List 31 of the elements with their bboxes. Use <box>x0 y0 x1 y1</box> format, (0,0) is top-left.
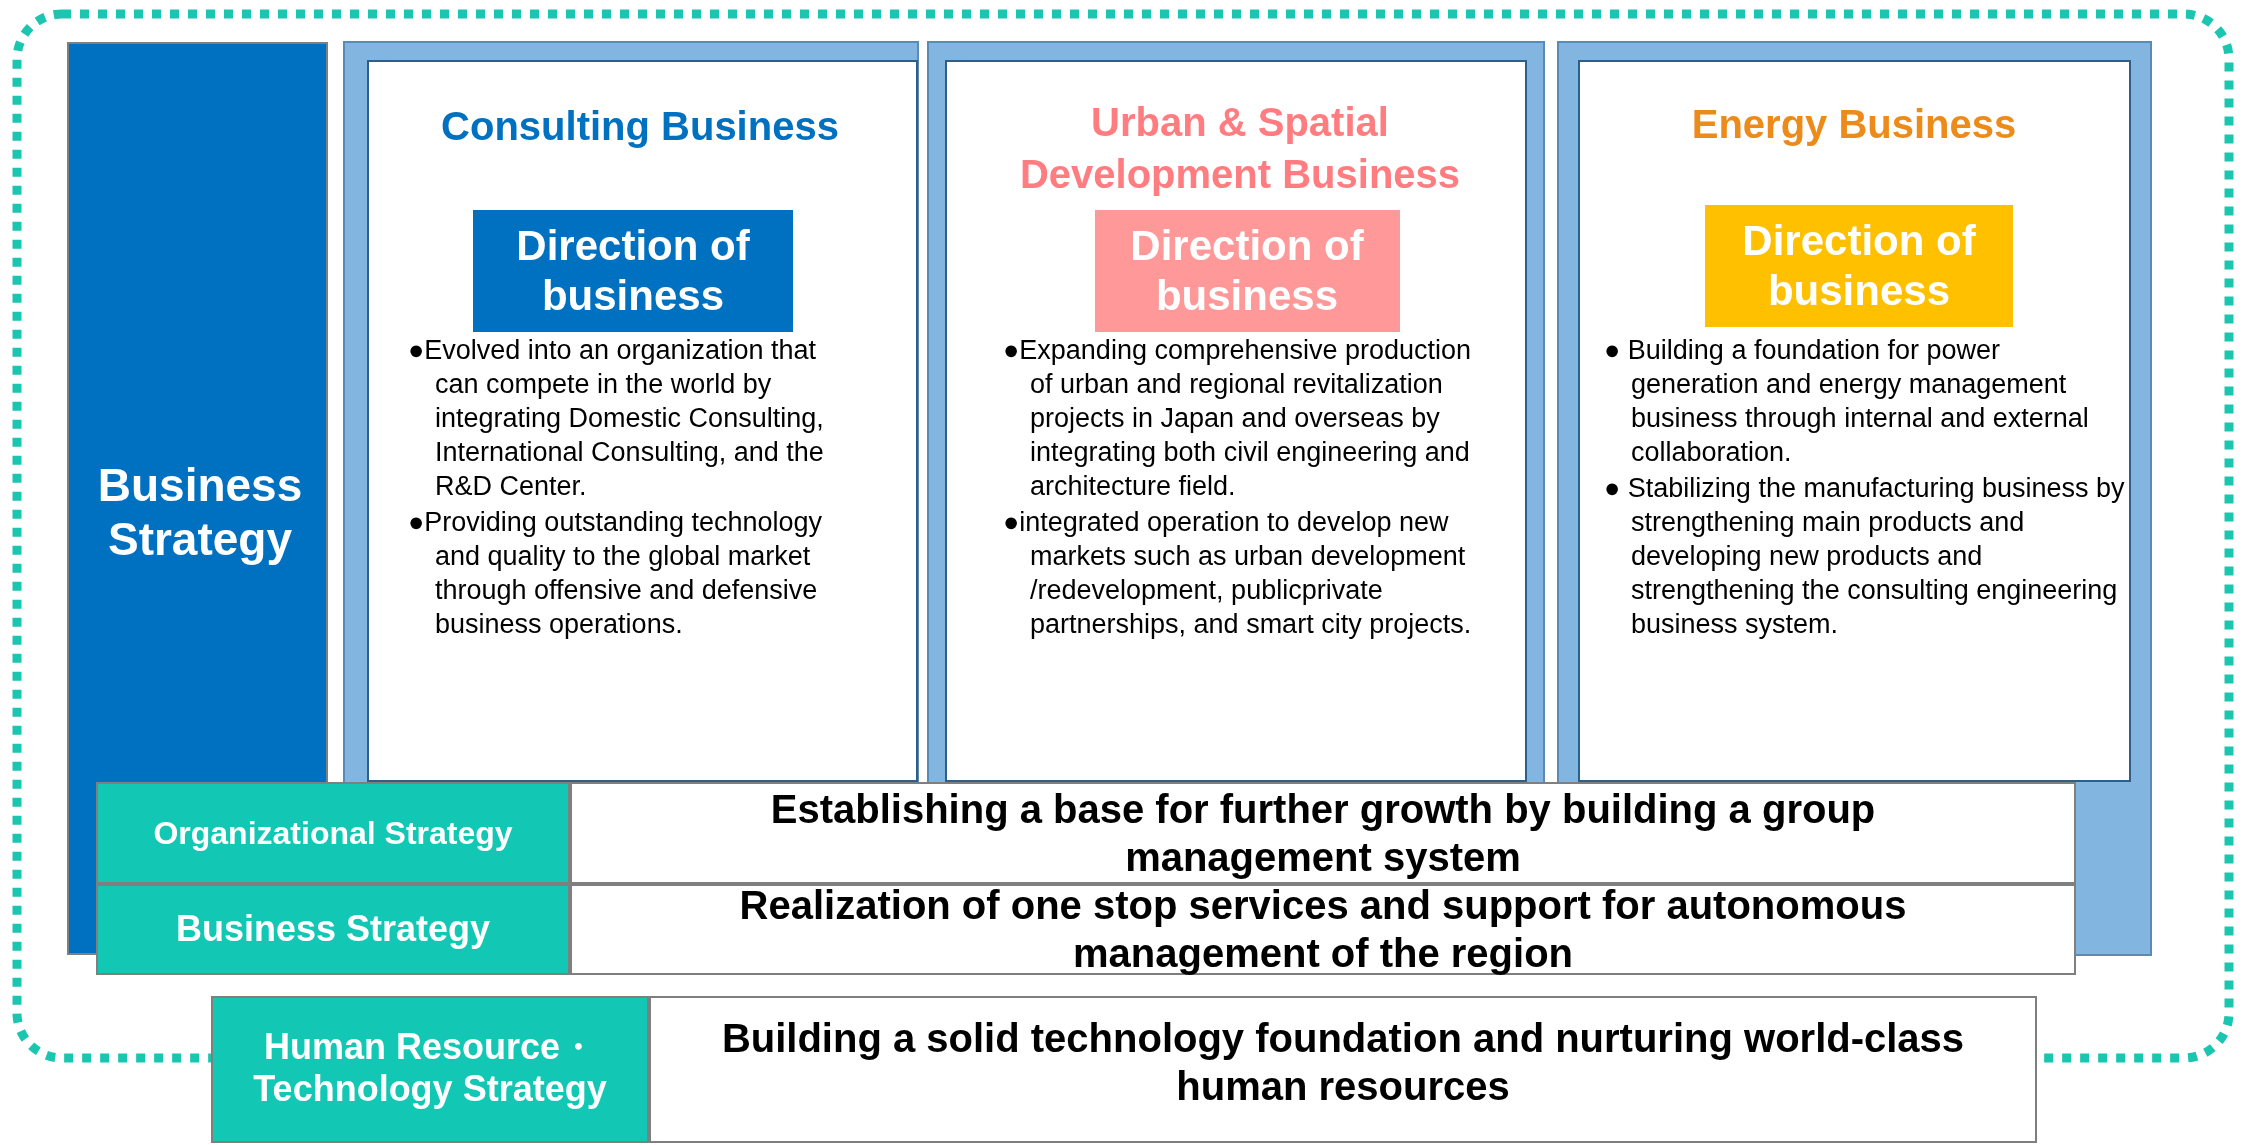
label-text: Human Resource・Technology Strategy <box>252 1026 608 1110</box>
row-text: Realization of one stop services and support for autonomous management of the region <box>738 882 1908 977</box>
strategy-row <box>570 884 2076 975</box>
row-text: Establishing a base for further growth by building a group management system <box>769 786 1877 881</box>
label-text: Organizational Strategy <box>152 814 514 852</box>
business-card <box>1578 60 2131 782</box>
strategy-label <box>96 884 570 975</box>
bullet-text: ●Evolved into an organization that can compete in the world by integrating Domestic Consulting, International Consulting, and the R&D Center. <box>408 334 825 503</box>
card-heading: Consulting Business <box>440 103 840 150</box>
box-label: Direction of business <box>1129 221 1365 321</box>
bullet-text: ●integrated operation to develop new markets such as urban development /redevelopment, publicprivate partnerships, and smart city projects. <box>1003 506 1473 641</box>
direction-box <box>1095 210 1400 332</box>
bullet-text: ●Expanding comprehensive production of urban and regional revitalization projects in Japan and overseas by integrating both civil engineering and architecture field. <box>1003 334 1473 503</box>
box-label: Direction of business <box>1741 216 1977 316</box>
business-card <box>367 60 918 782</box>
card-heading: Urban & Spatial Development Business <box>1018 99 1462 198</box>
card-heading: Energy Business <box>1690 101 2018 148</box>
label-text: Business Strategy <box>174 908 492 950</box>
strategy-label <box>96 782 570 884</box>
strategy-row <box>570 782 2076 884</box>
direction-box <box>473 210 793 332</box>
column-heading: Business Strategy <box>96 458 304 566</box>
business-card <box>945 60 1527 782</box>
bullet-text: ● Building a foundation for power generation and energy management business through internal and external collaboration. <box>1604 334 2090 469</box>
direction-box <box>1705 205 2013 327</box>
bullet-text: ●Providing outstanding technology and quality to the global market through offensive and defensive business operations. <box>408 506 824 641</box>
bullet-text: ● Stabilizing the manufacturing business by strengthening main products and developing new products and strengthening the consulting engineering business system. <box>1604 472 2126 641</box>
strategy-label <box>211 996 649 1143</box>
box-label: Direction of business <box>515 221 751 321</box>
row-text: Building a solid technology foundation and nurturing world-class human resources <box>720 1015 1966 1110</box>
strategy-row <box>649 996 2037 1143</box>
